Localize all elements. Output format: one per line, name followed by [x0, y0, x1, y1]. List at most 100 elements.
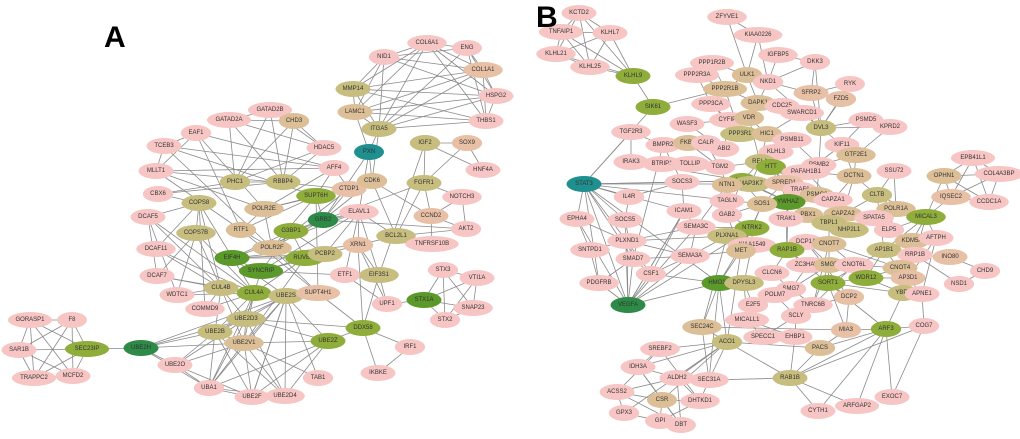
node-zfyve1[interactable]: ZFYVE1 — [707, 9, 747, 25]
node-pxn[interactable]: PXN — [354, 144, 384, 160]
node-elp5[interactable]: ELP5 — [873, 222, 905, 238]
node-ccnd2[interactable]: CCND2 — [413, 208, 449, 224]
node-sec23ip[interactable]: SEC23IP — [64, 341, 110, 357]
node-hnf4a[interactable]: HNF4A — [465, 162, 501, 178]
node-ube2f[interactable]: UBE2F — [234, 389, 270, 405]
node-mia3[interactable]: MIA3 — [830, 322, 862, 338]
node-ctdp1[interactable]: CTDP1 — [331, 181, 367, 197]
node-aff4[interactable]: AFF4 — [318, 160, 350, 176]
node-notch3[interactable]: NOTCH3 — [442, 189, 482, 205]
node-cops7b[interactable]: COPS7B — [176, 225, 216, 241]
node-grb2[interactable]: GRB2 — [307, 212, 339, 228]
node-klhl7[interactable]: KLHL7 — [592, 25, 628, 41]
node-gatad2a[interactable]: GATAD2A — [206, 112, 252, 128]
node-tnfaip1[interactable]: TNFAIP1 — [538, 24, 584, 40]
node-lamc1[interactable]: LAMC1 — [337, 104, 373, 120]
node-spata5[interactable]: SPATA5 — [854, 210, 894, 226]
node-rrp1b[interactable]: RRP1B — [897, 247, 933, 263]
node-tgm2[interactable]: TGM2 — [704, 159, 736, 175]
node-etf1[interactable]: ETF1 — [329, 267, 361, 283]
node-sik61[interactable]: SIK61 — [635, 99, 671, 115]
node-micall1[interactable]: MICALL1 — [724, 312, 770, 328]
node-ap3d1[interactable]: AP3D1 — [890, 270, 926, 286]
node-stx3[interactable]: STX3 — [427, 262, 459, 278]
node-polm7[interactable]: POLM7 — [757, 287, 793, 303]
node-cdk6[interactable]: CDK6 — [356, 173, 388, 189]
node-aldh2[interactable]: ALDH2 — [659, 370, 695, 386]
node-mllt1[interactable]: MLLT1 — [138, 163, 174, 179]
node-stx1a[interactable]: STX1A — [406, 292, 442, 308]
node-aco1[interactable]: ACO1 — [711, 334, 743, 350]
node-dctn1[interactable]: DCTN1 — [836, 168, 872, 184]
node-dpysl3[interactable]: DPYSL3 — [724, 275, 764, 291]
node-g3bp1[interactable]: G3BP1 — [273, 223, 309, 239]
node-cog7[interactable]: COG7 — [908, 318, 940, 334]
node-mcfd2[interactable]: MCFD2 — [55, 368, 91, 384]
node-ap1b1[interactable]: AP1B1 — [866, 242, 902, 258]
node-nkd1[interactable]: NKD1 — [752, 74, 784, 90]
node-fzd5[interactable]: FZD5 — [825, 91, 857, 107]
node-syncrip[interactable]: SYNCRIP — [238, 263, 284, 279]
node-ikbke[interactable]: IKBKE — [360, 365, 396, 381]
node-cul4b[interactable]: CUL4B — [203, 280, 239, 296]
node-csr[interactable]: CSR — [647, 392, 677, 408]
node-polr2f[interactable]: POLR2F — [252, 240, 292, 256]
node-ywhaz[interactable]: YWHAZ — [770, 194, 806, 210]
node-epb41l1[interactable]: EPB41L1 — [950, 150, 996, 166]
node-ehbp1[interactable]: EHBP1 — [777, 329, 813, 345]
node-pacs[interactable]: PACS — [804, 340, 836, 356]
node-igfbp5[interactable]: IGFBP5 — [758, 47, 798, 63]
node-rbbp4[interactable]: RBBP4 — [265, 174, 301, 190]
node-socs3[interactable]: SOCS3 — [664, 174, 700, 190]
node-ddx58[interactable]: DDX58 — [345, 320, 381, 336]
node-gtf2e1[interactable]: GTF2E1 — [836, 147, 876, 163]
node-aftph[interactable]: AFTPH — [918, 230, 954, 246]
node-rap1b[interactable]: RAP1B — [769, 242, 805, 258]
node-ube2d4[interactable]: UBE2D4 — [265, 388, 305, 404]
node-polr2e[interactable]: POLR2E — [244, 201, 284, 217]
node-gab2[interactable]: GAB2 — [711, 207, 743, 223]
node-ppp3r1[interactable]: PPP3R1 — [720, 126, 760, 142]
node-hdac5[interactable]: HDAC5 — [306, 140, 342, 156]
node-kiaa0226[interactable]: KIAA0226 — [733, 27, 783, 43]
node-cltb[interactable]: CLTB — [861, 187, 893, 203]
node-pafah1b1[interactable]: PAFAH1B1 — [781, 164, 831, 180]
node-eif4h[interactable]: EIF4H — [214, 250, 250, 266]
node-sema3a[interactable]: SEMA3A — [670, 248, 710, 264]
node-tgf2r3[interactable]: TGF2R3 — [611, 124, 651, 140]
node-klhl25[interactable]: KLHL25 — [570, 59, 610, 75]
node-phc1[interactable]: PHC1 — [219, 174, 251, 190]
node-nsd1[interactable]: NSD1 — [943, 276, 975, 292]
node-sntpd1[interactable]: SNTPD1 — [570, 242, 610, 258]
node-col4a3bp[interactable]: COL4A3BP — [974, 166, 1020, 182]
node-ube2o[interactable]: UBE2O — [157, 357, 193, 373]
node-bcl2l1[interactable]: BCL2L1 — [376, 228, 416, 244]
node-supt4h1[interactable]: SUPT4H1 — [295, 285, 341, 301]
node-ntn1[interactable]: NTN1 — [711, 177, 743, 193]
node-wasf3[interactable]: WASF3 — [669, 116, 705, 132]
node-bmpr2[interactable]: BMPR2 — [645, 137, 681, 153]
node-pdgfrb[interactable]: PDGFRB — [579, 275, 619, 291]
node-ino80[interactable]: INO80 — [932, 249, 968, 265]
node-cops8[interactable]: COPS8 — [181, 195, 217, 211]
node-cul4a[interactable]: CUL4A — [236, 285, 272, 301]
node-stat3[interactable]: STAT3 — [566, 176, 602, 192]
node-dhtkd1[interactable]: DHTKD1 — [680, 393, 720, 409]
node-thbs1[interactable]: THBS1 — [468, 113, 504, 129]
node-trappc2[interactable]: TRAPPC2 — [11, 370, 57, 386]
node-socs5[interactable]: SOCS5 — [607, 212, 643, 228]
node-srebf2[interactable]: SREBF2 — [640, 341, 680, 357]
node-arf3[interactable]: ARF3 — [870, 321, 902, 337]
node-upf1[interactable]: UPF1 — [371, 296, 403, 312]
node-mical3[interactable]: MICAL3 — [906, 209, 946, 225]
node-nhp2l1[interactable]: NHP2L1 — [829, 222, 869, 238]
node-f8[interactable]: F8 — [57, 312, 87, 328]
node-cbx6[interactable]: CBX6 — [142, 186, 174, 202]
node-specc1[interactable]: SPECC1 — [743, 329, 783, 345]
node-uba1[interactable]: UBA1 — [193, 380, 225, 396]
node-htt[interactable]: HTT — [756, 159, 786, 175]
node-tollip[interactable]: TOLLIP — [670, 156, 710, 172]
node-col1a1[interactable]: COL1A1 — [463, 62, 503, 78]
node-ube2s[interactable]: UBE2S — [268, 288, 304, 304]
node-ppp3ca[interactable]: PPP3CA — [691, 96, 731, 112]
